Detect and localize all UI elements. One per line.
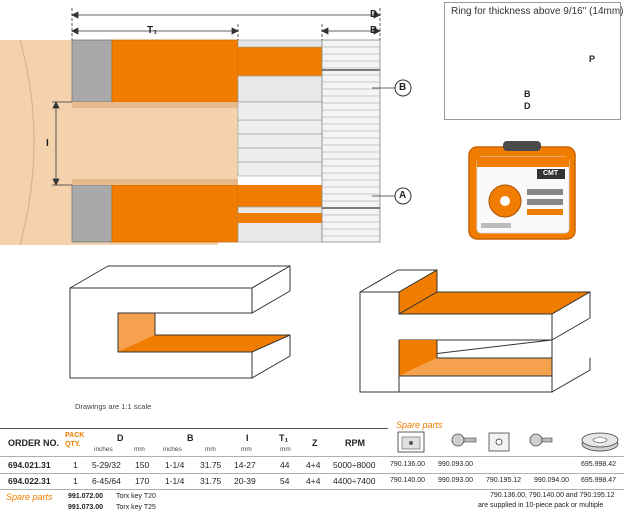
row1-z: 4+4 — [306, 460, 321, 470]
gib-icon — [488, 432, 510, 452]
callout-a-circle — [394, 187, 412, 205]
col-d-inches: inches — [94, 446, 113, 453]
col-t1: T₁ — [279, 433, 289, 443]
row2-t1: 54 — [280, 476, 290, 486]
footer-note-line1: 790.136.00, 790.140.00 and 790.195.12 — [490, 492, 615, 499]
col-d: D — [117, 433, 124, 443]
row1-qty: 1 — [73, 460, 78, 470]
row2-spare5: 695.998.47 — [581, 477, 617, 484]
cutter-top-half — [71, 39, 323, 103]
row2-spare1: 790.140.00 — [390, 477, 426, 484]
callout-b-circle — [394, 79, 412, 97]
ring-label-p: P — [589, 54, 596, 64]
blade-stack — [237, 39, 323, 177]
spare-part-icons — [397, 431, 619, 453]
bore-area — [72, 102, 238, 185]
row2-rpm: 4400÷7400 — [333, 476, 376, 486]
row2-spare2: 990.093.00 — [438, 477, 474, 484]
row2-spare4: 990.094.00 — [534, 477, 570, 484]
ring-title: Ring for thickness above 9/16" (14mm) — [451, 6, 624, 17]
col-b-inches: inches — [163, 446, 182, 453]
row2-z: 4+4 — [306, 476, 321, 486]
case-brand: CMT — [543, 170, 559, 177]
row2-order-no: 694.022.31 — [8, 476, 51, 486]
blade-icon — [397, 431, 425, 453]
row2-d-mm: 170 — [135, 476, 150, 486]
drawings-scale-note: Drawings are 1:1 scale — [75, 402, 152, 411]
row1-spare1: 790.136.00 — [390, 461, 426, 468]
ring-set-icon — [581, 432, 619, 452]
footer-spare-parts-title: Spare parts — [6, 492, 53, 502]
spare-parts-heading: Spare parts — [396, 420, 443, 430]
ring-label-d: D — [524, 101, 531, 111]
row2-qty: 1 — [73, 476, 78, 486]
col-qty: QTY. — [65, 441, 81, 448]
col-rpm: RPM — [345, 438, 365, 448]
col-d-mm: mm — [134, 446, 145, 453]
dim-b-label: B — [370, 25, 378, 36]
row2-spare3: 790.195.12 — [486, 477, 522, 484]
row2-i: 20-39 — [234, 476, 256, 486]
col-order-no: ORDER NO. — [8, 438, 60, 448]
profile-drawing-tongue — [359, 269, 591, 393]
col-i-mm: mm — [241, 446, 252, 453]
product-case-image: CMT — [463, 141, 579, 241]
row1-b-inches: 1-1/4 — [165, 460, 185, 470]
cutter-bottom-half — [71, 184, 323, 243]
col-b-mm: mm — [205, 446, 216, 453]
callout-lines — [372, 87, 395, 197]
row1-d-mm: 150 — [135, 460, 150, 470]
row2-d-inches: 6-45/64 — [92, 476, 121, 486]
footer-item2-desc: Torx key T25 — [116, 504, 156, 511]
footer-item2-code: 991.073.00 — [68, 504, 104, 511]
col-pack: PACK — [65, 432, 85, 439]
footer-note-line2: are supplied in 10-piece pack or multipl… — [478, 502, 604, 509]
col-z: Z — [312, 438, 318, 448]
col-b: B — [187, 433, 194, 443]
row1-b-mm: 31.75 — [200, 460, 222, 470]
dim-i-label: I — [46, 138, 49, 149]
col-t1-mm: mm — [280, 446, 291, 453]
row1-rpm: 5000÷8000 — [333, 460, 376, 470]
row1-order-no: 694.021.31 — [8, 460, 51, 470]
dim-d-label: D — [370, 9, 378, 20]
ring-label-b: B — [524, 89, 531, 99]
col-i: I — [246, 433, 249, 443]
cutter-diagram — [0, 8, 591, 393]
row2-b-inches: 1-1/4 — [165, 476, 185, 486]
row1-spare5: 695.998.42 — [581, 461, 617, 468]
ring-info-box: Ring for thickness above 9/16" (14mm) — [444, 2, 624, 120]
footer-item1-desc: Torx key T20 — [116, 493, 156, 500]
profile-drawing-groove — [69, 265, 291, 379]
row1-d-inches: 5-29/32 — [92, 460, 121, 470]
row2-b-mm: 31.75 — [200, 476, 222, 486]
row1-t1: 44 — [280, 460, 290, 470]
row1-i: 14-27 — [234, 460, 256, 470]
torx-screw-icon — [451, 433, 477, 447]
row1-spare2: 990.093.00 — [438, 461, 474, 468]
callout-b-label: B — [399, 82, 407, 93]
dimension-lines — [52, 8, 381, 186]
dim-t1-label: T₁ — [147, 25, 158, 36]
knife-comb — [321, 39, 381, 243]
torx-screw-small-icon — [529, 433, 553, 447]
footer-item1-code: 991.072.00 — [68, 493, 104, 500]
callout-a-label: A — [399, 190, 407, 201]
